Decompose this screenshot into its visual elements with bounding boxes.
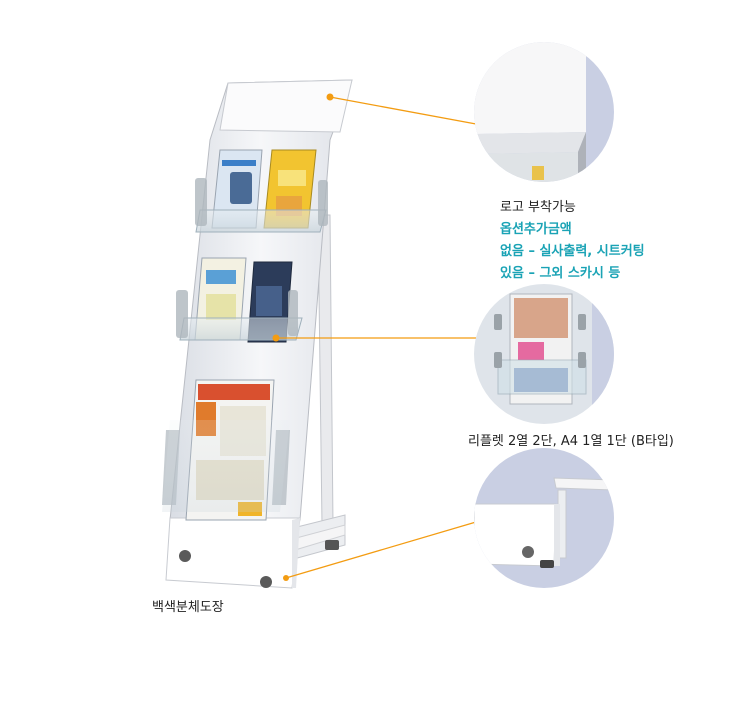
detail-logo-area xyxy=(474,42,614,182)
a4-catalogue xyxy=(162,379,290,521)
no-cost-options-label: 없음 – 실사출력, 시트커팅 xyxy=(500,244,645,259)
leaflet-row-2 xyxy=(176,257,303,343)
logo-attach-label: 로고 부착가능 xyxy=(500,200,576,215)
detail-leaflet-pocket xyxy=(474,284,614,424)
leaflet-row-1 xyxy=(195,149,328,233)
detail-base-foot xyxy=(474,448,614,588)
extra-cost-options-label: 있음 – 그외 스카시 등 xyxy=(500,266,621,281)
leaflet-config-label: 리플렛 2열 2단, A4 1열 1단 (B타입) xyxy=(468,434,674,449)
leader-lines xyxy=(272,93,477,579)
finish-label: 백색분체도장 xyxy=(152,600,224,615)
option-cost-label: 옵션추가금액 xyxy=(500,222,572,237)
